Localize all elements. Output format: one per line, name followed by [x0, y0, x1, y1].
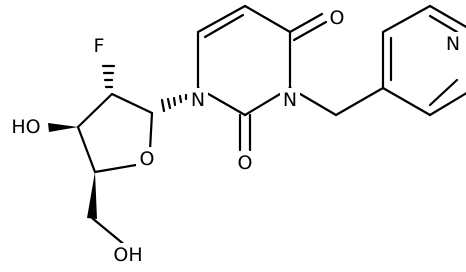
bond-c6-c5-double: [203, 13, 245, 39]
bond-pyr-c6-c5: [428, 92, 466, 117]
atom-nitrogen-n3: N: [283, 89, 297, 111]
atom-nitrogen-n1: N: [191, 89, 205, 111]
atom-hydroxyl-c5: OH: [113, 244, 142, 266]
bond-ch2-c4pyr: [334, 86, 385, 117]
bond-c3prime-oh-wedge: [48, 123, 78, 132]
bond-c2prime-c3prime: [76, 92, 114, 129]
atom-labels: F O O N N N O HO OH: [8, 6, 463, 267]
bonds: [48, 4, 466, 248]
bond-c6-c5: [196, 4, 247, 34]
bond-c3prime-c4prime: [76, 125, 97, 174]
bond-o4prime-c1prime: [148, 111, 154, 152]
bond-n1-c1prime-hashed: [160, 93, 188, 113]
bond-c2prime-f-hashed: [101, 64, 116, 89]
atom-oxygen-c2: O: [238, 152, 253, 174]
atom-fluorine: F: [94, 35, 105, 57]
atom-oxygen-ring: O: [140, 148, 155, 170]
bond-pyr-c5-c4: [381, 86, 432, 117]
bond-c4-o4-b: [292, 20, 328, 42]
bond-pyr-inner-2: [428, 14, 459, 34]
atom-nitrogen-pyridine: N: [446, 33, 460, 55]
bond-c5prime-oh: [90, 216, 128, 248]
bond-pyr-c3-c2: [381, 4, 432, 34]
bond-pyr-inner-3: [428, 78, 459, 107]
bond-pyr-c2-n1: [428, 4, 466, 29]
bond-c1prime-c2prime: [110, 92, 154, 115]
bond-c5-c4: [243, 4, 292, 34]
atom-hydroxyl-c3: HO: [11, 116, 40, 138]
bond-c4prime-c5prime-wedge: [87, 172, 97, 219]
bond-c4-o4-a: [288, 12, 324, 34]
bond-c4prime-o4prime: [93, 163, 138, 174]
atom-oxygen-c4: O: [330, 7, 345, 29]
